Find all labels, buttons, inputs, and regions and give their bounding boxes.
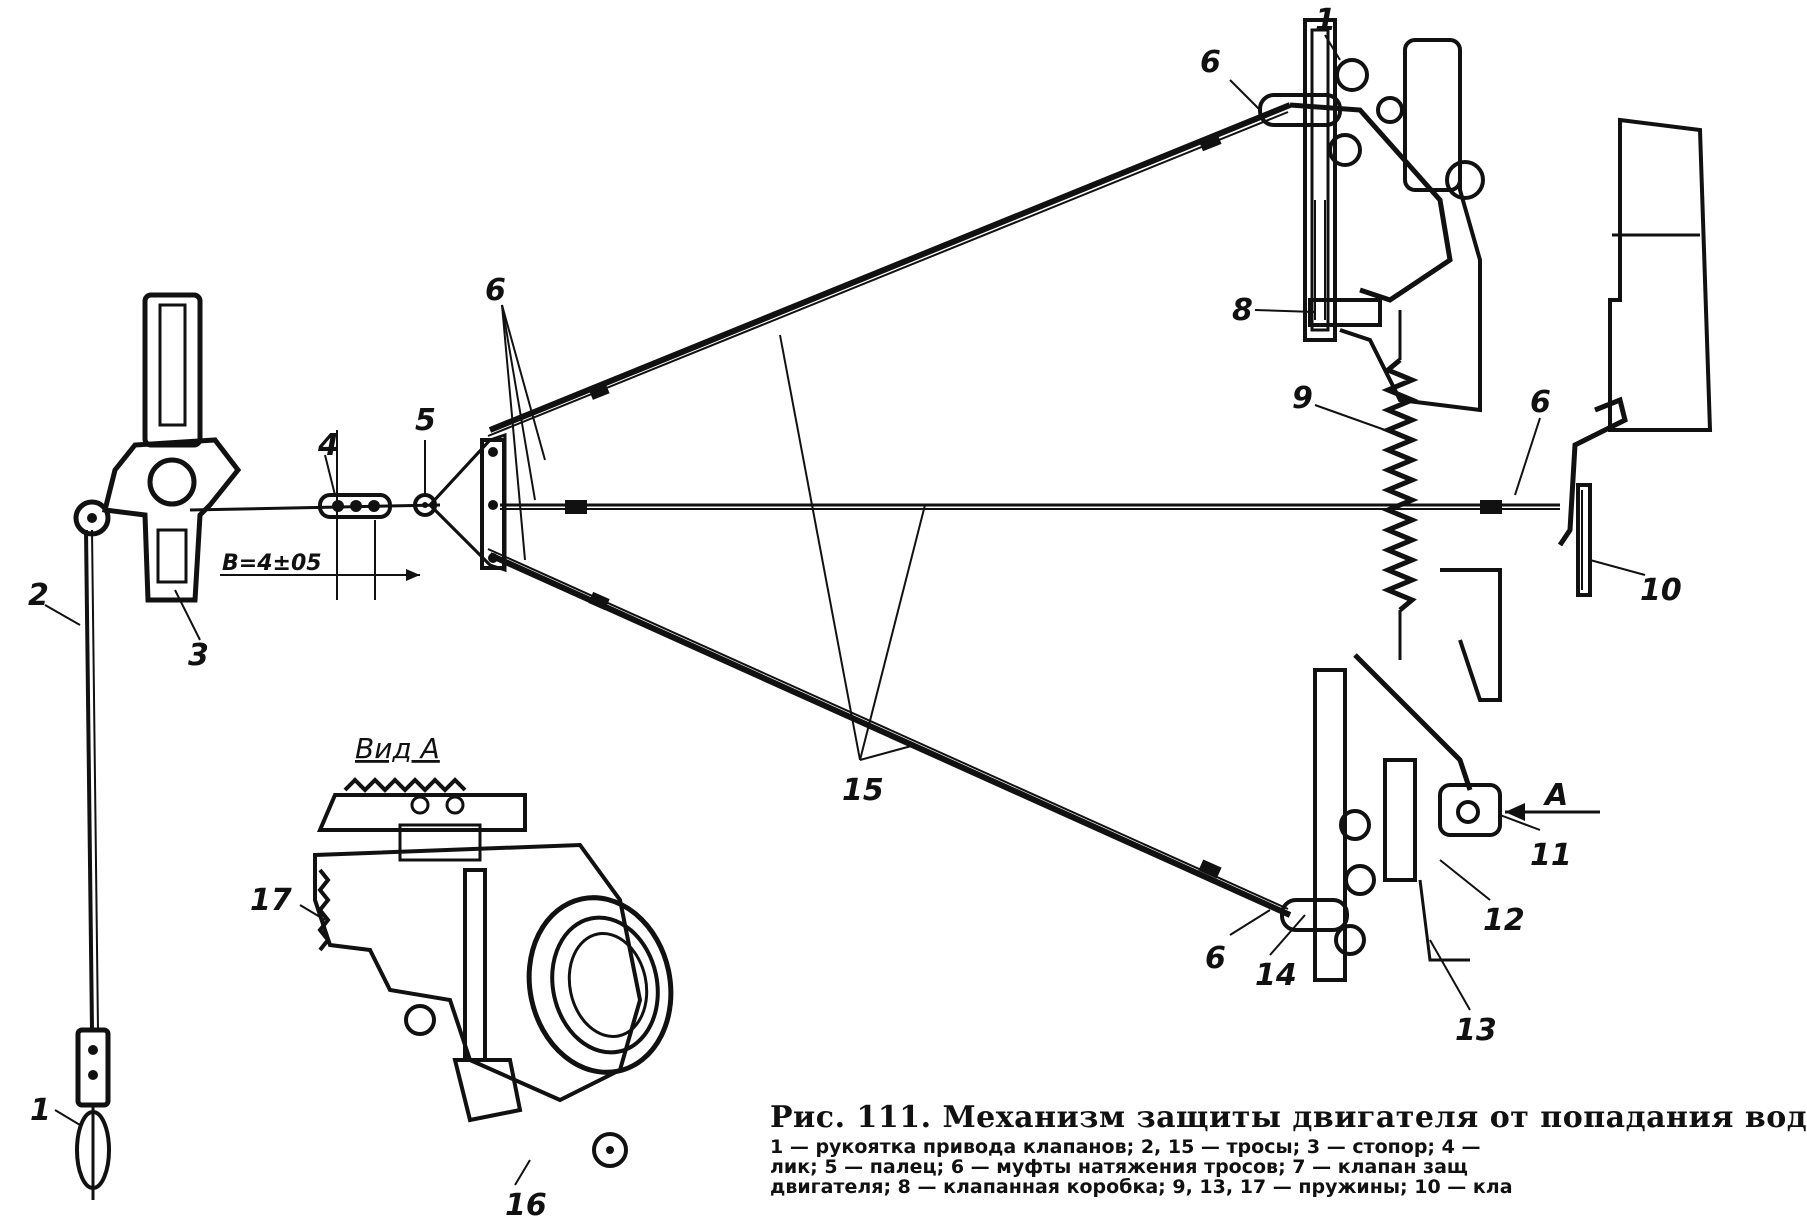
distribution-plate [413,432,507,573]
tension-sleeves [565,132,1502,879]
label-12: 12 [1483,903,1525,938]
label-14: 14 [1255,958,1297,993]
view-a-assembly [313,777,674,1168]
label-11: 11 [1530,838,1572,873]
legend-line: двигателя; 8 — клапанная коробка; 9, 13,… [770,1176,1513,1198]
label-6-lower: 6 [1205,941,1226,976]
label-9: 9 [1292,381,1313,416]
valve-handle [75,1027,111,1200]
label-5-pin: 5 [415,403,436,438]
label-1-handle: 1 [30,1093,51,1128]
label-arrow-a: A [1543,778,1568,813]
upper-valve-box [1258,18,1485,413]
spring-9 [1381,310,1419,660]
dimension-label: B=4±05 [222,551,322,576]
cable-middle [500,503,1560,510]
caption-title: Рис. 111. Механизм защиты двигателя от п… [770,1100,1807,1135]
label-1-top: 1 [1315,3,1336,38]
mechanism-drawing: 1 2 3 4 5 6 6 6 6 1 8 9 10 11 12 13 14 1… [28,3,1713,1223]
label-6-sleeves: 6 [485,273,506,308]
label-13: 13 [1455,1013,1497,1048]
label-15: 15 [842,773,884,808]
lower-valve-box [1280,568,1502,982]
label-10: 10 [1640,573,1682,608]
cable-input [189,503,441,512]
label-2-cable: 2 [28,578,49,613]
label-16: 16 [505,1188,547,1223]
label-4-link: 4 [317,428,339,463]
cable-vertical [84,529,99,1031]
label-6-right: 6 [1530,385,1551,420]
legend-line: лик; 5 — палец; 6 — муфты натяжения трос… [770,1156,1468,1178]
view-a-title: Вид А [355,732,440,765]
figure-caption: Рис. 111. Механизм защиты двигателя от п… [770,1100,1807,1197]
cable-lower [487,548,1292,918]
label-8: 8 [1232,293,1253,328]
label-6-upper: 6 [1200,45,1221,80]
label-17: 17 [250,883,292,918]
legend-line: 1 — рукоятка привода клапанов; 2, 15 — т… [770,1136,1481,1158]
valve-10 [1557,117,1713,597]
handle-bracket [73,292,242,603]
link [220,430,420,600]
view-arrow-a [1505,803,1600,821]
cable-upper [487,102,1292,437]
leader-lines [44,34,1646,1186]
label-3-stopper: 3 [188,638,209,673]
caption-legend: 1 — рукоятка привода клапанов; 2, 15 — т… [770,1137,1740,1197]
